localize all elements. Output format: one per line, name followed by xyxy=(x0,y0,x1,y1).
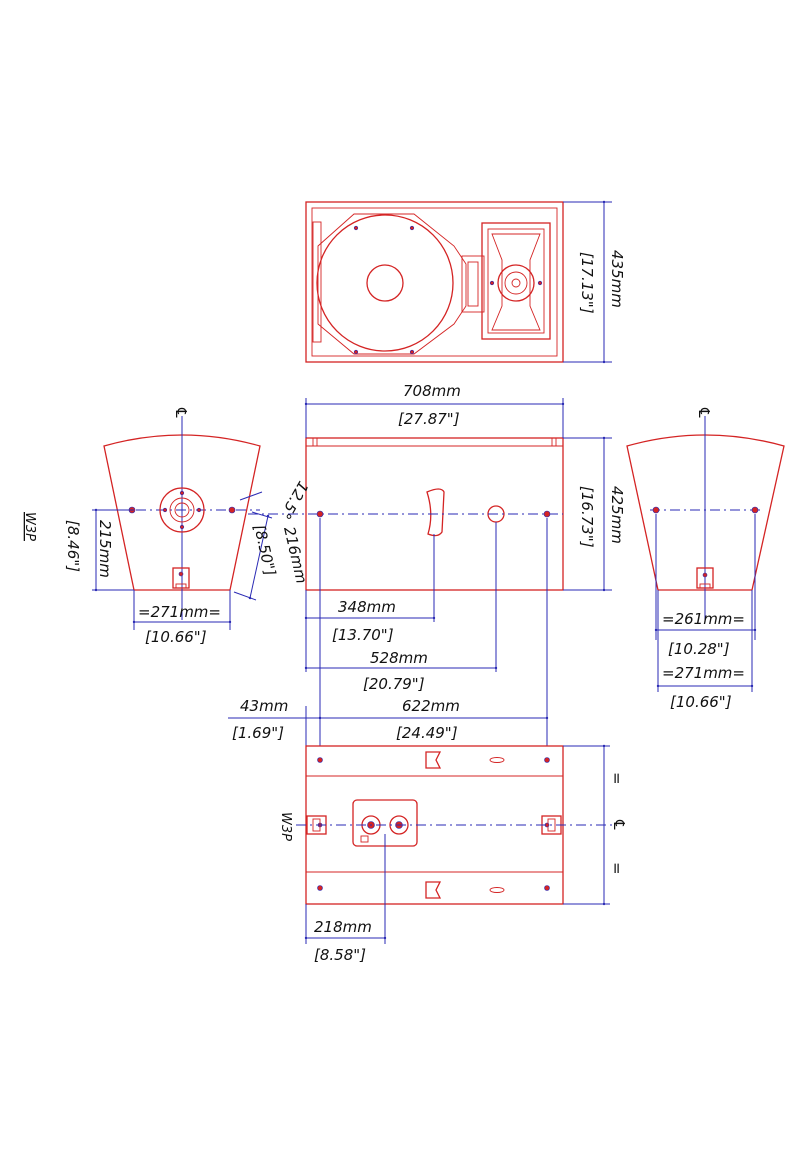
right-width2-mm: =271mm= xyxy=(662,664,745,682)
woofer-dustcap xyxy=(366,264,404,302)
dim-218-in: [8.58"] xyxy=(314,946,366,964)
front-height-in: [16.73"] xyxy=(578,486,596,548)
dim-218-mm: 218mm xyxy=(314,918,372,936)
front-view: 708mm [27.87"] 425mm [16.73"] 348mm [13.… xyxy=(228,382,626,746)
top-depth-in: [17.13"] xyxy=(578,252,596,314)
right-width2-in: [10.66"] xyxy=(670,693,732,711)
woofer-frame xyxy=(317,213,467,355)
left-flange xyxy=(159,487,205,533)
dim-528-in: [20.79"] xyxy=(363,675,425,693)
left-slant-in: [8.50"] xyxy=(250,523,279,578)
front-height-mm: 425mm xyxy=(608,486,626,544)
right-view: ℄ =261mm= [10.28"] =271mm= [10.66"] xyxy=(626,406,785,711)
front-width-in: [27.87"] xyxy=(398,410,460,428)
bottom-view: ℄ = = W3P 218mm [8.58"] xyxy=(278,744,628,964)
left-height-in: [8.46"] xyxy=(64,520,82,572)
top-view: 435mm [17.13"] xyxy=(305,200,626,364)
equal-mark-top: = xyxy=(608,772,626,785)
front-width-mm: 708mm xyxy=(403,382,461,400)
bottom-model-label: W3P xyxy=(278,812,293,841)
dim-622-in: [24.49"] xyxy=(396,724,458,742)
horn-flare xyxy=(491,233,541,331)
left-width-in: [10.66"] xyxy=(145,628,207,646)
left-width-mm: =271mm= xyxy=(138,603,221,621)
left-centerline-symbol: ℄ xyxy=(172,406,190,419)
equal-mark-bottom: = xyxy=(608,862,626,875)
left-height-mm: 215mm xyxy=(96,520,114,578)
dim-43-mm: 43mm xyxy=(240,697,288,715)
right-width1-in: [10.28"] xyxy=(668,640,730,658)
right-width1-mm: =261mm= xyxy=(662,610,745,628)
side-model-label: W3P xyxy=(22,512,37,541)
right-centerline-symbol: ℄ xyxy=(695,406,713,419)
left-view: ℄ 12.5° 215mm [8.46"] 216mm [8.50"] =271… xyxy=(64,406,312,646)
horn-driver xyxy=(497,264,535,302)
dim-43-in: [1.69"] xyxy=(232,724,284,742)
dim-528-mm: 528mm xyxy=(370,649,428,667)
woofer-cone xyxy=(316,214,454,352)
left-angle: 12.5° xyxy=(276,478,312,522)
side-handle xyxy=(426,488,445,537)
dim-348-in: [13.70"] xyxy=(332,626,394,644)
dim-622-mm: 622mm xyxy=(402,697,460,715)
bottom-centerline-symbol: ℄ xyxy=(610,818,628,831)
top-depth-mm: 435mm xyxy=(608,250,626,308)
dim-348-mm: 348mm xyxy=(338,598,396,616)
horn-outer xyxy=(481,222,551,340)
